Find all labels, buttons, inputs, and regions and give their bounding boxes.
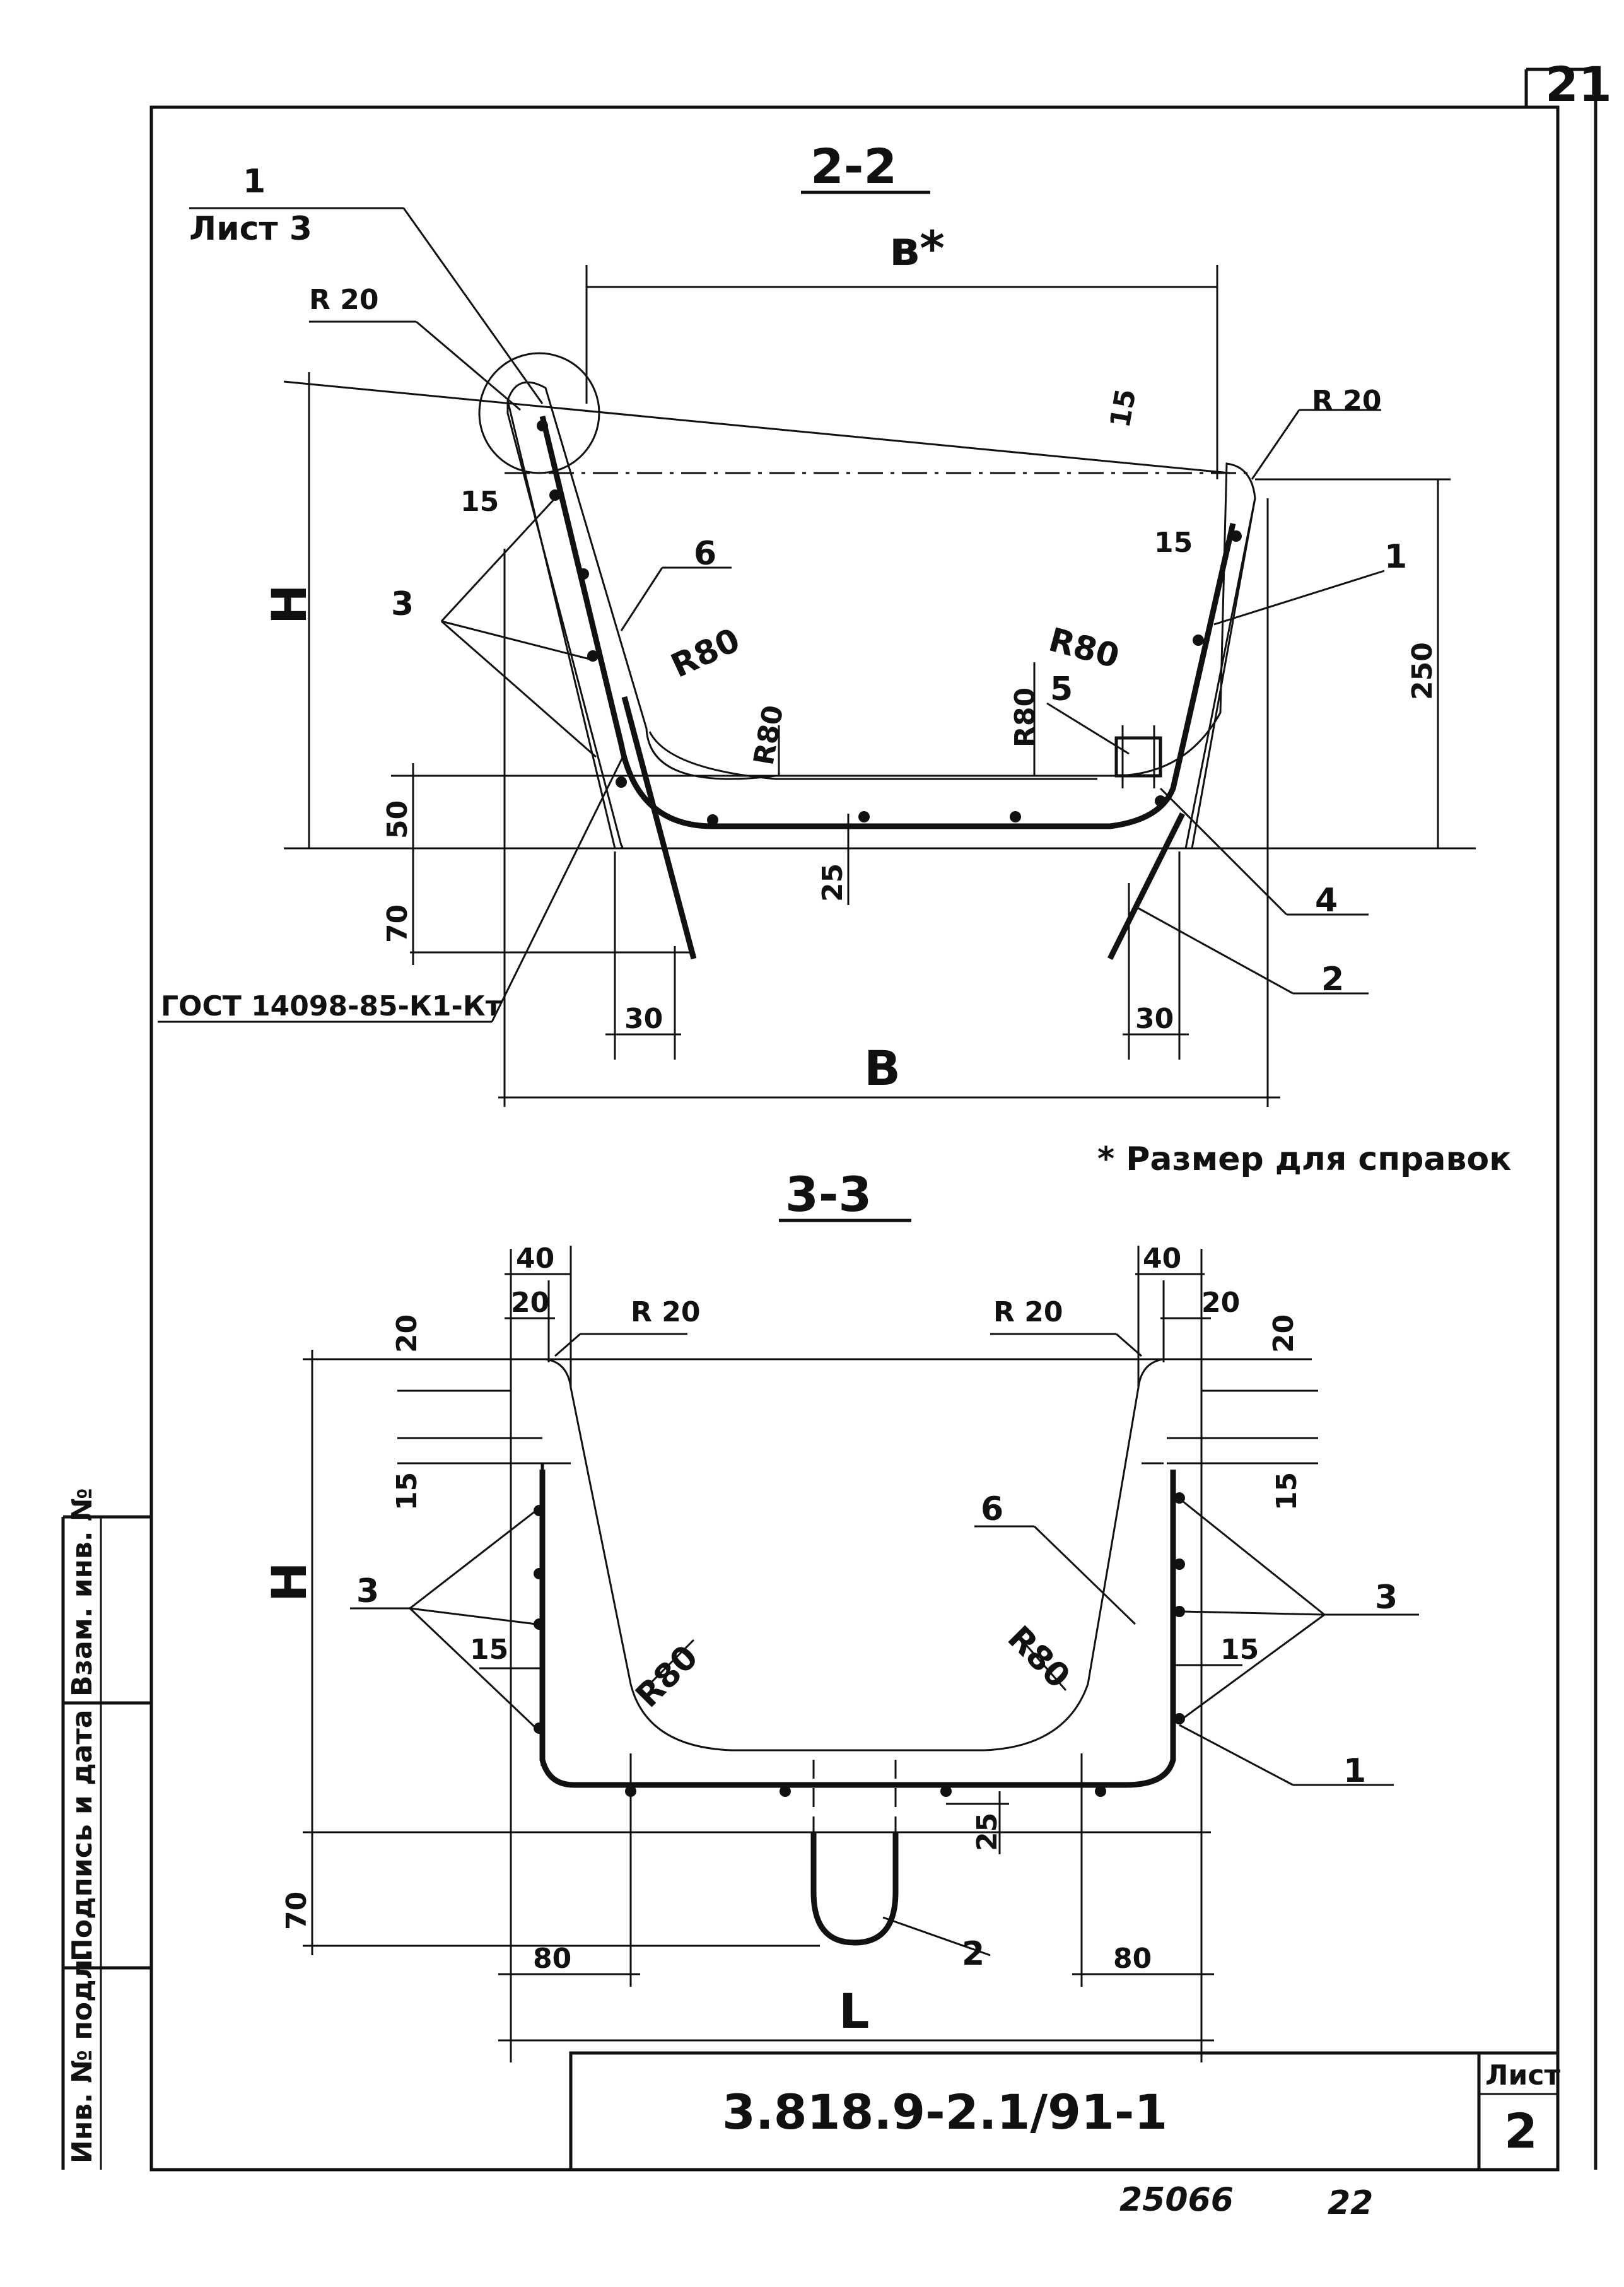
- dim-B: В: [864, 1040, 901, 1096]
- sheet-number: 2: [1504, 2103, 1538, 2159]
- sheet-frame: 21: [149, 56, 1612, 2172]
- pos-5: 5: [1050, 670, 1073, 708]
- dim-b-star: в*: [889, 220, 945, 276]
- radius-80-b: R80: [748, 703, 790, 768]
- dim-50: 50: [382, 800, 414, 839]
- dim-15-left: 15: [460, 486, 499, 518]
- dim-15-right: 15: [1271, 1472, 1303, 1511]
- document-code: 3.818.9-2.1/91-1: [722, 2084, 1167, 2140]
- dim-40-left: 40: [516, 1243, 554, 1275]
- gost-label: ГОСТ 14098-85-К1-Кт: [161, 990, 502, 1022]
- dim-15-top: 15: [1104, 387, 1143, 430]
- dim-250: 250: [1406, 642, 1439, 700]
- stamp-podpis-data: Подпись и дата: [66, 1709, 98, 1962]
- radius-80-a: R80: [665, 621, 745, 686]
- dim-30-left: 30: [624, 1003, 663, 1035]
- dim-25: 25: [817, 863, 849, 902]
- dim-80-left: 80: [533, 1943, 571, 1975]
- dim-70: 70: [382, 904, 414, 943]
- dim-30-right: 30: [1135, 1003, 1174, 1035]
- radius-80-left: R80: [629, 1638, 706, 1715]
- pos-1: 1: [1384, 538, 1407, 576]
- radius-80-c: R80: [1009, 687, 1041, 747]
- dim-20-left: 20: [511, 1287, 549, 1319]
- dim-15-left: 15: [391, 1472, 423, 1511]
- radius-20-right: R 20: [1312, 385, 1381, 417]
- pos-3-left: 3: [356, 1572, 379, 1610]
- footer-number: 25066: [1119, 2181, 1234, 2219]
- pos-4: 4: [1315, 882, 1338, 920]
- stamp-strip: Инв. № подл. Подпись и дата Взам. инв. №: [61, 1488, 151, 2170]
- dim-15-inner-left: 15: [470, 1634, 508, 1666]
- radius-80-right: R80: [1000, 1619, 1077, 1696]
- callout-1-number: 1: [243, 163, 266, 201]
- pos-2: 2: [1321, 961, 1344, 998]
- radius-20-right: R 20: [993, 1296, 1063, 1328]
- dim-80-right: 80: [1113, 1943, 1152, 1975]
- stamp-vzam-inv: Взам. инв. №: [66, 1488, 98, 1697]
- dim-20-right: 20: [1201, 1287, 1240, 1319]
- dim-L: L: [839, 1983, 869, 2039]
- pos-6: 6: [981, 1490, 1003, 1528]
- section-2-2-title: 2-2: [810, 138, 897, 194]
- pos-3: 3: [391, 585, 414, 623]
- section-3-3: 3-3: [261, 1166, 1419, 2062]
- callout-sheet-3: Лист 3: [189, 210, 312, 248]
- dim-20-top-right: 20: [1268, 1314, 1300, 1353]
- stamp-inv-podl: Инв. № подл.: [66, 1949, 98, 2163]
- radius-80-d: R80: [1045, 621, 1123, 676]
- radius-20-left: R 20: [631, 1296, 700, 1328]
- dim-15-right: 15: [1154, 527, 1193, 559]
- pos-1: 1: [1343, 1752, 1366, 1790]
- dim-40-right: 40: [1143, 1243, 1181, 1275]
- section-3-3-title: 3-3: [785, 1166, 872, 1222]
- dim-20-top-left: 20: [391, 1314, 423, 1353]
- radius-20-left: R 20: [309, 284, 378, 316]
- dim-70: 70: [281, 1892, 313, 1930]
- dim-15-inner-right: 15: [1220, 1634, 1259, 1666]
- title-block: Лист 2 3.818.9-2.1/91-1: [569, 2051, 1560, 2172]
- dim-25: 25: [971, 1813, 1003, 1851]
- pos-2: 2: [962, 1935, 984, 1973]
- dim-H: Н: [261, 1562, 317, 1602]
- pos-6: 6: [694, 535, 716, 573]
- reference-note: * Размер для справок: [1097, 1140, 1511, 1178]
- footer-page: 22: [1328, 2184, 1373, 2222]
- sheet-label: Лист: [1485, 2059, 1560, 2091]
- section-2-2: 2-2: [158, 138, 1476, 1107]
- dim-H: Н: [261, 584, 317, 624]
- page-number: 21: [1545, 56, 1612, 112]
- pos-3-right: 3: [1375, 1579, 1398, 1617]
